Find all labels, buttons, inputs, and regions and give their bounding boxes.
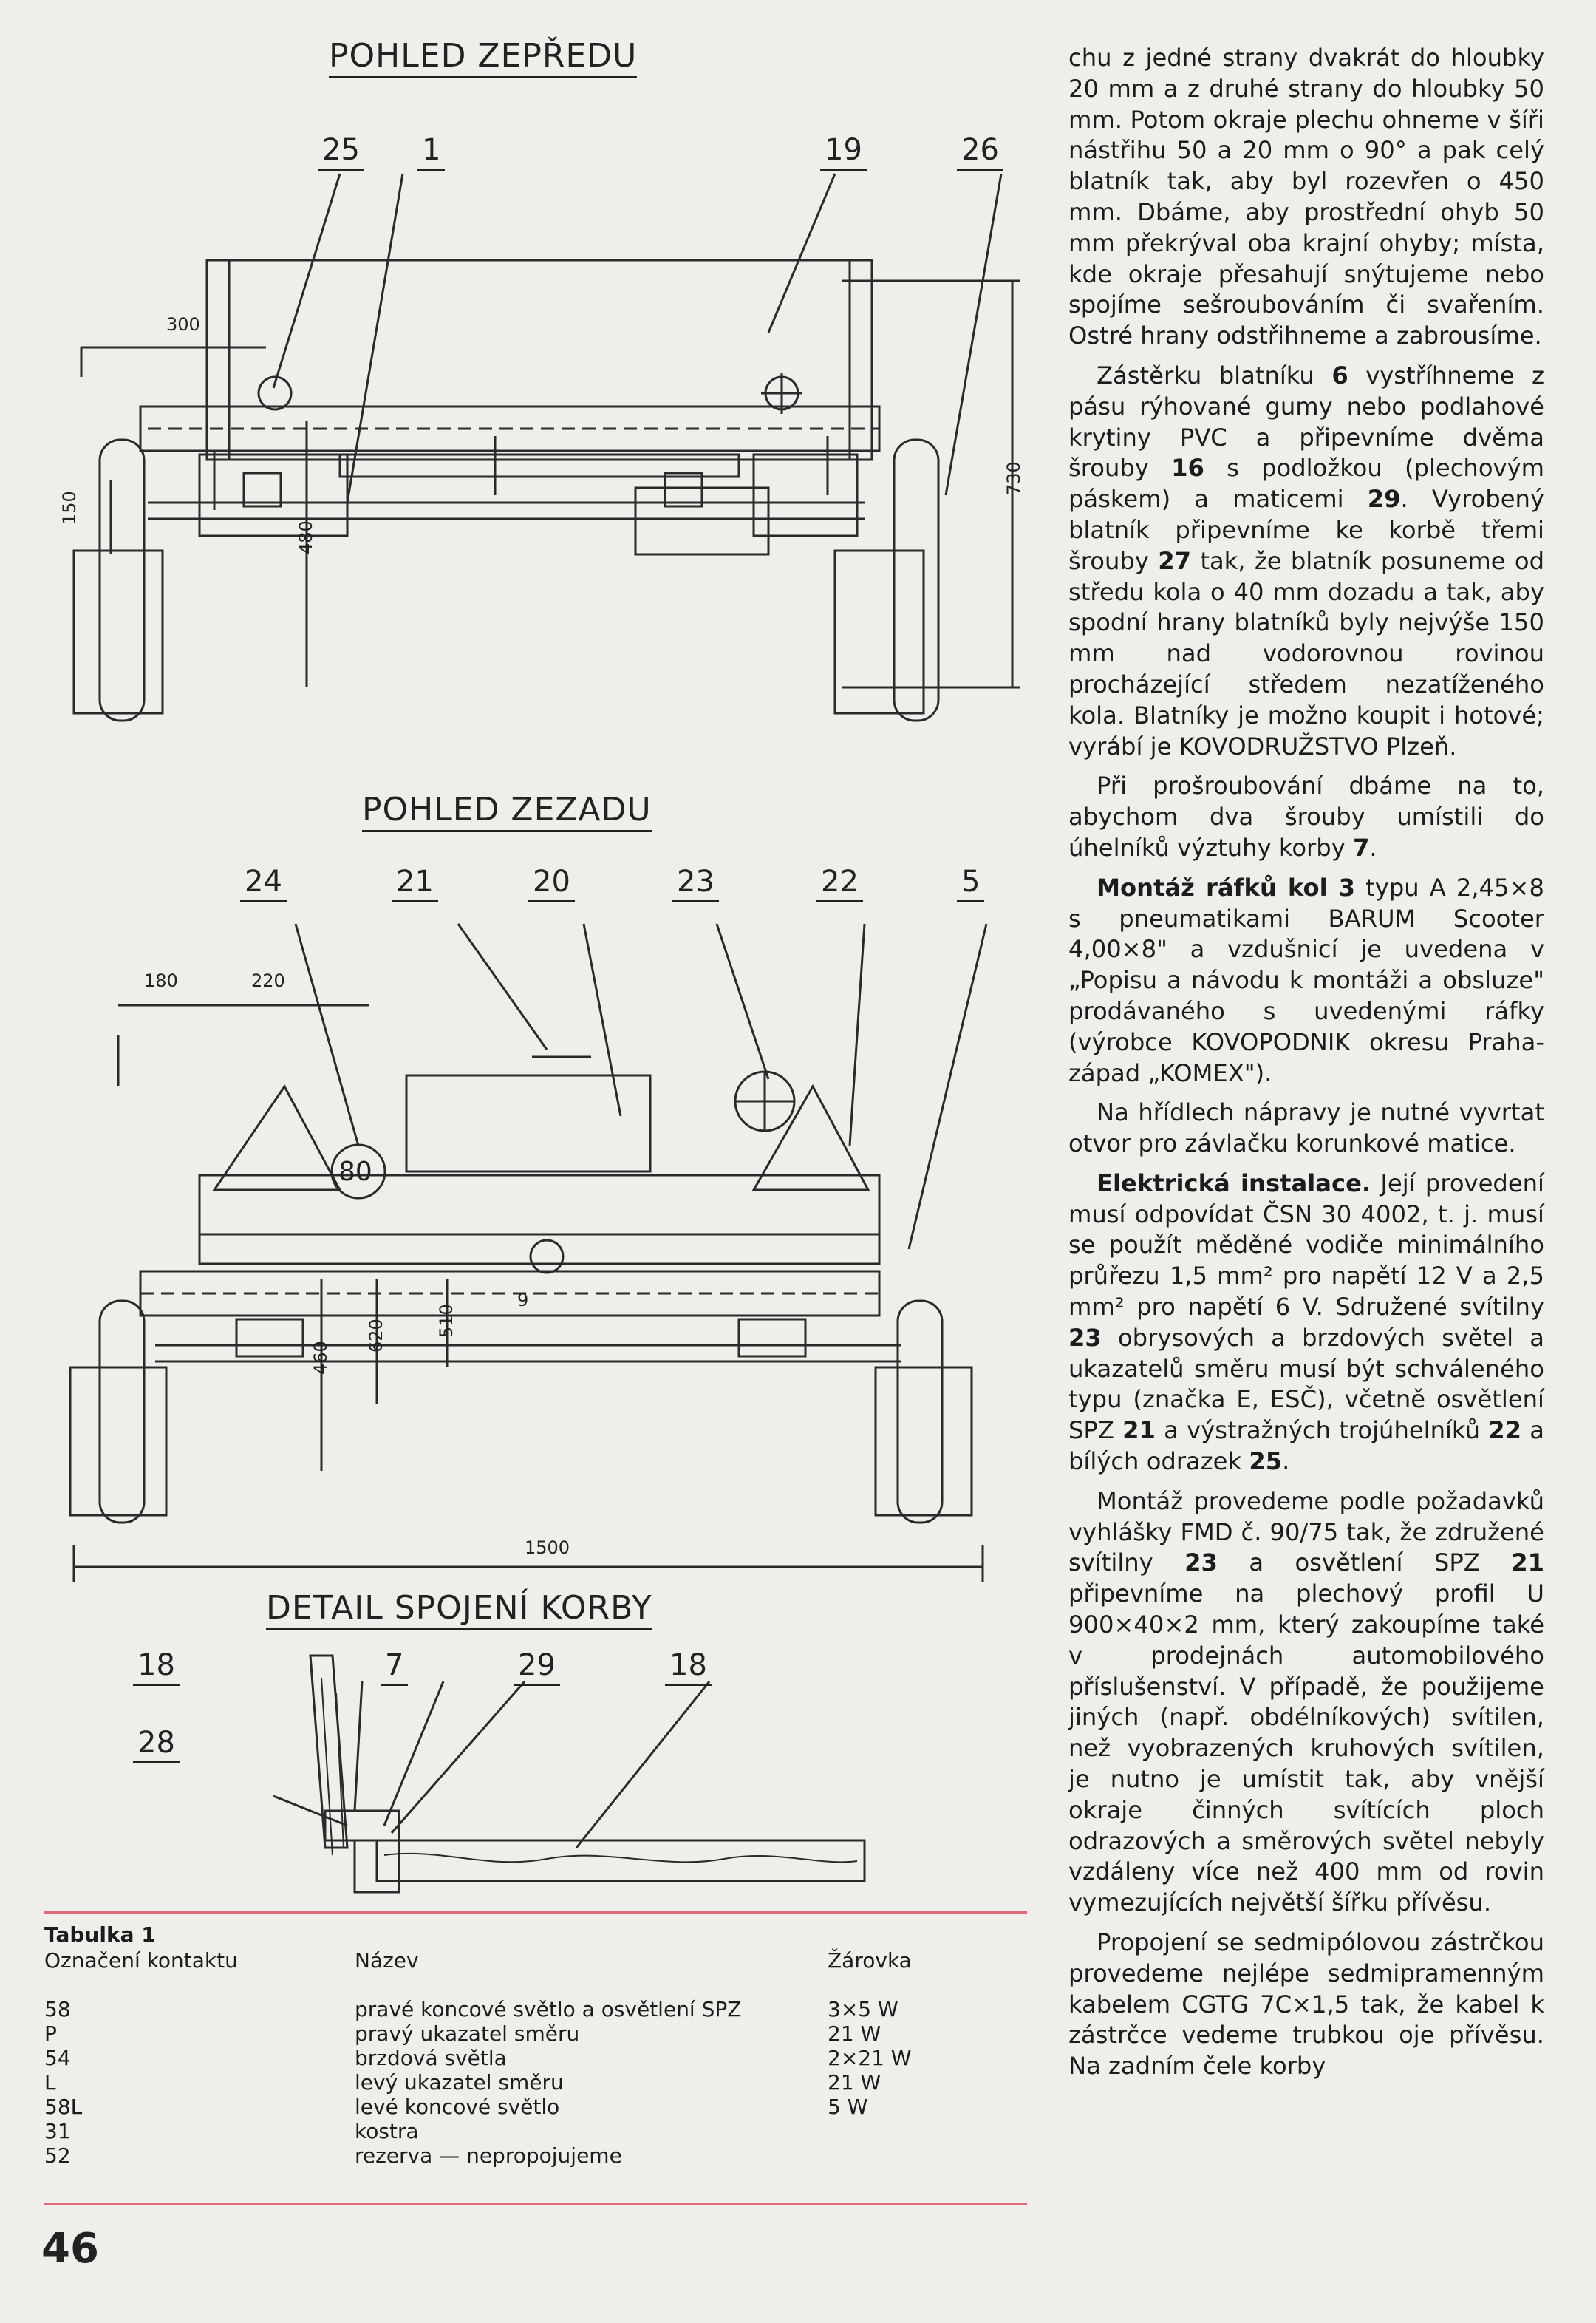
- dim-9: 9: [517, 1290, 529, 1310]
- dim-80: 80: [338, 1157, 372, 1187]
- dim-1500: 1500: [525, 1537, 570, 1558]
- dim-620: 620: [366, 1319, 386, 1353]
- rear-view-drawing: [69, 923, 988, 1582]
- table-title: Tabulka 1: [44, 1922, 156, 1947]
- callout-24: 24: [240, 865, 287, 902]
- paragraph-6: Elektrická instalace. Její provedení mus…: [1068, 1169, 1544, 1476]
- article-text: chu z jedné strany dvakrát do hloubky 20…: [1068, 43, 1544, 2091]
- rear-view-title: POHLED ZEZADU: [362, 791, 652, 832]
- paragraph-4: Montáž ráfků kol 3 typu A 2,45×8 s pneum…: [1068, 873, 1544, 1087]
- callout-19: 19: [820, 133, 867, 171]
- dim-510: 510: [436, 1304, 457, 1338]
- dim-220: 220: [251, 970, 285, 991]
- paragraph-7: Montáž provedeme podle požadavků vyhlášk…: [1068, 1486, 1544, 1917]
- table-header: Označení kontaktu Název Žárovka: [44, 1948, 1027, 1980]
- callout-18-right: 18: [665, 1648, 712, 1686]
- callout-18-left: 18: [133, 1648, 180, 1686]
- header-contact: Označení kontaktu: [44, 1948, 238, 1973]
- dim-480: 480: [296, 520, 316, 554]
- callout-21: 21: [392, 865, 438, 902]
- front-view-drawing: [72, 173, 1020, 722]
- table-top-rule: [44, 1911, 1027, 1914]
- paragraph-8: Propojení se sedmipólovou zástrčkou prov…: [1068, 1928, 1544, 2081]
- callout-29: 29: [514, 1648, 560, 1686]
- header-bulb: Žárovka: [828, 1948, 912, 1973]
- callout-22: 22: [816, 865, 863, 902]
- dim-180: 180: [144, 970, 178, 991]
- page-number: 46: [41, 2225, 99, 2273]
- callout-26: 26: [957, 133, 1003, 171]
- header-name: Název: [355, 1948, 419, 1973]
- callout-25: 25: [318, 133, 364, 171]
- front-view-title: POHLED ZEPŘEDU: [329, 37, 638, 78]
- detail-view-drawing: [273, 1654, 866, 1894]
- detail-view-title: DETAIL SPOJENÍ KORBY: [266, 1589, 652, 1630]
- paragraph-2: Zástěrku blatníku 6 vystříhneme z pásu r…: [1068, 361, 1544, 761]
- table-bottom-rule: [44, 2203, 1027, 2205]
- callout-1: 1: [417, 133, 446, 171]
- paragraph-1: chu z jedné strany dvakrát do hloubky 20…: [1068, 44, 1544, 350]
- callout-23: 23: [672, 865, 719, 902]
- callout-5: 5: [957, 865, 985, 902]
- dim-150: 150: [59, 491, 80, 525]
- callout-7: 7: [381, 1648, 409, 1686]
- dim-300: 300: [166, 314, 200, 335]
- paragraph-3: Při prošroubování dbáme na to, abychom d…: [1068, 772, 1544, 862]
- technical-drawings: POHLED ZEPŘEDU 25 1 19 26 300 150 480 73…: [30, 22, 1064, 1914]
- dim-730: 730: [1003, 461, 1024, 495]
- callout-28: 28: [133, 1726, 180, 1763]
- callout-20: 20: [528, 865, 575, 902]
- drawing-lines: [69, 173, 1020, 1894]
- contacts-table: Tabulka 1 Označení kontaktu Název Žárovk…: [44, 1922, 1027, 2168]
- dim-460: 460: [310, 1341, 331, 1375]
- paragraph-5: Na hřídlech nápravy je nutné vyvrtat otv…: [1068, 1098, 1544, 1158]
